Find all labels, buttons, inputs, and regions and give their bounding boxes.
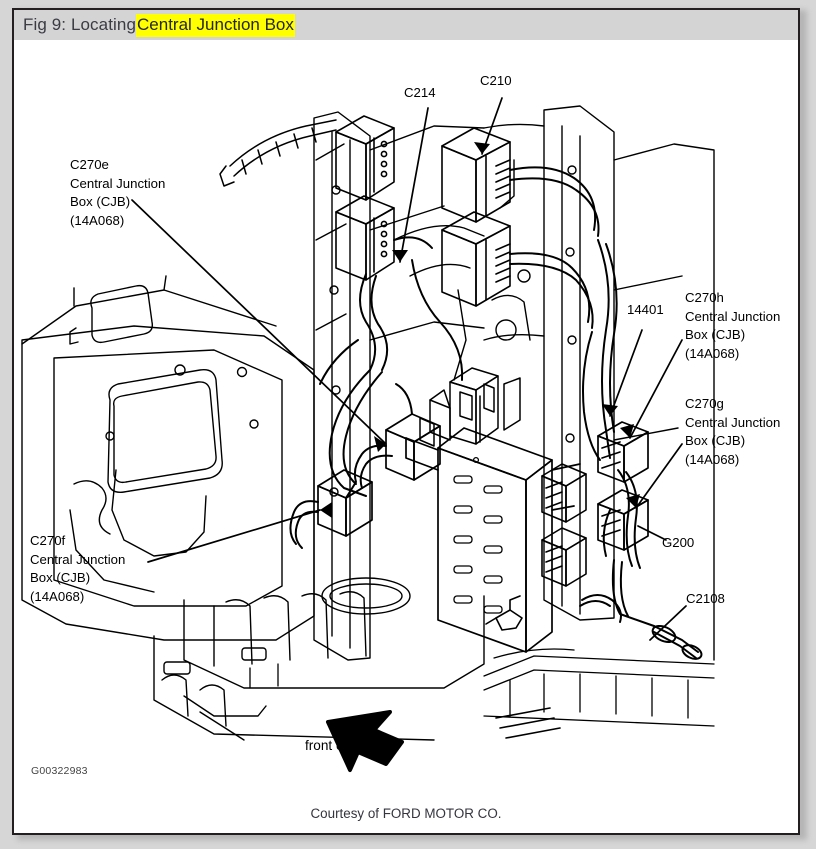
courtesy-notice: Courtesy of FORD MOTOR CO.	[310, 806, 502, 821]
callout-c270f-id: C270f	[30, 533, 66, 548]
callout-c270g-id: C270g	[685, 396, 724, 411]
figure-caption-highlight: Central Junction Box	[136, 13, 295, 37]
callout-c270g-line4: (14A068)	[685, 451, 740, 467]
callout-c270e-line4: (14A068)	[70, 212, 125, 228]
leader-14401	[609, 329, 643, 417]
callout-c270h-id: C270h	[685, 290, 724, 305]
callout-c270e-line3: Box (CJB)	[70, 194, 131, 209]
callout-c270g-line3: Box (CJB)	[685, 433, 746, 448]
callout-c270f: C270f Central Junction Box (CJB) (14A068…	[30, 532, 125, 606]
floor-hatching-right	[249, 648, 715, 727]
connector-block-c214-lower	[335, 195, 395, 281]
leader-c270f	[147, 509, 321, 563]
ground-stud-g200	[485, 595, 523, 631]
leader-c2108	[649, 605, 687, 641]
callout-c270f-line4: (14A068)	[30, 588, 85, 604]
connector-block-c214-upper	[335, 115, 395, 201]
leader-c270e	[131, 199, 387, 445]
callout-c270h-line3: Box (CJB)	[685, 327, 746, 342]
tag-c210: C210	[480, 73, 512, 88]
leader-c270h	[629, 339, 683, 439]
callout-c270f-line2: Central Junction	[30, 551, 126, 567]
figure-caption-prefix: Fig 9: Locating	[23, 15, 137, 34]
connector-block-c270h-target	[597, 421, 649, 483]
leader-g200	[637, 525, 667, 541]
figure-panel: Fig 9: Locating Central Junction Box	[12, 8, 800, 835]
wire-harness-left-connectors	[289, 383, 413, 549]
callout-c270h-line4: (14A068)	[685, 345, 740, 361]
figure-id-code: G00322983	[31, 765, 88, 777]
wire-harness-right	[582, 239, 641, 569]
cjb-side-connector-upper	[541, 463, 587, 523]
vehicle-body-right-panel	[393, 105, 715, 661]
upper-seal-trim	[219, 119, 337, 187]
callout-c270e: C270e Central Junction Box (CJB) (14A068…	[70, 156, 165, 230]
tag-g200: G200	[662, 535, 695, 550]
vehicle-body-left-panel	[21, 275, 315, 641]
callout-c270e-id: C270e	[70, 157, 109, 172]
leader-c270g	[635, 443, 683, 509]
front-of-vehicle-arrow-icon	[326, 710, 404, 772]
cjb-relay-cluster	[419, 367, 521, 447]
connector-block-c210-lower	[441, 211, 511, 307]
tag-c2108: C2108	[686, 591, 725, 606]
callout-c270h: C270h Central Junction Box (CJB) (14A068…	[685, 289, 780, 363]
callout-c270g-line2: Central Junction	[685, 414, 781, 430]
wire-harness-lower-right	[579, 559, 703, 660]
connector-block-c270g-target	[597, 489, 649, 551]
cjb-side-connector-lower	[541, 527, 587, 587]
leader-c214	[399, 107, 429, 263]
connector-block-c210-upper	[441, 127, 511, 223]
technical-illustration: C270e Central Junction Box (CJB) (14A068…	[14, 40, 798, 833]
illustration-svg	[21, 97, 715, 772]
callout-c270g: C270g Central Junction Box (CJB) (14A068…	[685, 395, 780, 469]
front-of-vehicle-label: front of vehicle	[305, 738, 394, 753]
wire-harness-upper	[359, 166, 600, 371]
leader-arrowheads	[320, 142, 640, 518]
connector-block-c270f-target	[317, 469, 373, 537]
central-junction-box-module	[405, 367, 581, 653]
callout-c270e-line2: Central Junction	[70, 175, 166, 191]
figure-caption-bar: Fig 9: Locating Central Junction Box	[14, 10, 798, 40]
callout-c270f-line3: Box (CJB)	[30, 570, 91, 585]
tag-c214: C214	[404, 85, 436, 100]
vehicle-floor-ribs	[153, 577, 485, 741]
speed-lines	[495, 707, 561, 739]
callout-c270h-line2: Central Junction	[685, 308, 781, 324]
tag-14401: 14401	[627, 302, 664, 317]
